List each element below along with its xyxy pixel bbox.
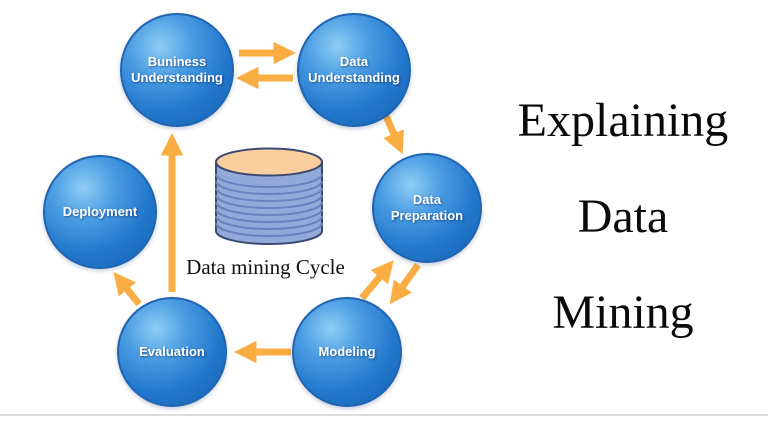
arrow-data-understanding-to-preparation bbox=[380, 109, 405, 155]
node-label: Deployment bbox=[62, 203, 138, 219]
bottom-edge-divider bbox=[0, 414, 768, 416]
diagram-caption: Data mining Cycle bbox=[186, 255, 345, 279]
node-label: Evaluation bbox=[139, 343, 205, 359]
node-data-understanding: Data Understanding bbox=[297, 13, 411, 127]
title-line-3: Mining bbox=[552, 285, 694, 339]
arrow-modeling-to-preparation bbox=[359, 260, 394, 301]
title-line-2: Data bbox=[577, 189, 669, 243]
node-label: Data Understanding bbox=[308, 53, 400, 85]
arrow-evaluation-to-deployment bbox=[113, 272, 142, 307]
arrow-preparation-to-modeling bbox=[389, 262, 421, 305]
node-deployment: Deployment bbox=[43, 155, 157, 269]
node-label: Data Preparation bbox=[390, 191, 464, 223]
node-data-preparation: Data Preparation bbox=[372, 153, 482, 263]
node-label: Buniness Understanding bbox=[131, 53, 223, 85]
title-line-1: Explaining bbox=[517, 93, 729, 147]
page-title: Explaining Data Mining bbox=[478, 72, 768, 360]
node-evaluation: Evaluation bbox=[117, 297, 227, 407]
node-modeling: Modeling bbox=[292, 297, 402, 407]
node-label: Modeling bbox=[318, 343, 376, 359]
node-business-understanding: Buniness Understanding bbox=[120, 13, 234, 127]
database-cylinder-icon bbox=[215, 147, 323, 245]
